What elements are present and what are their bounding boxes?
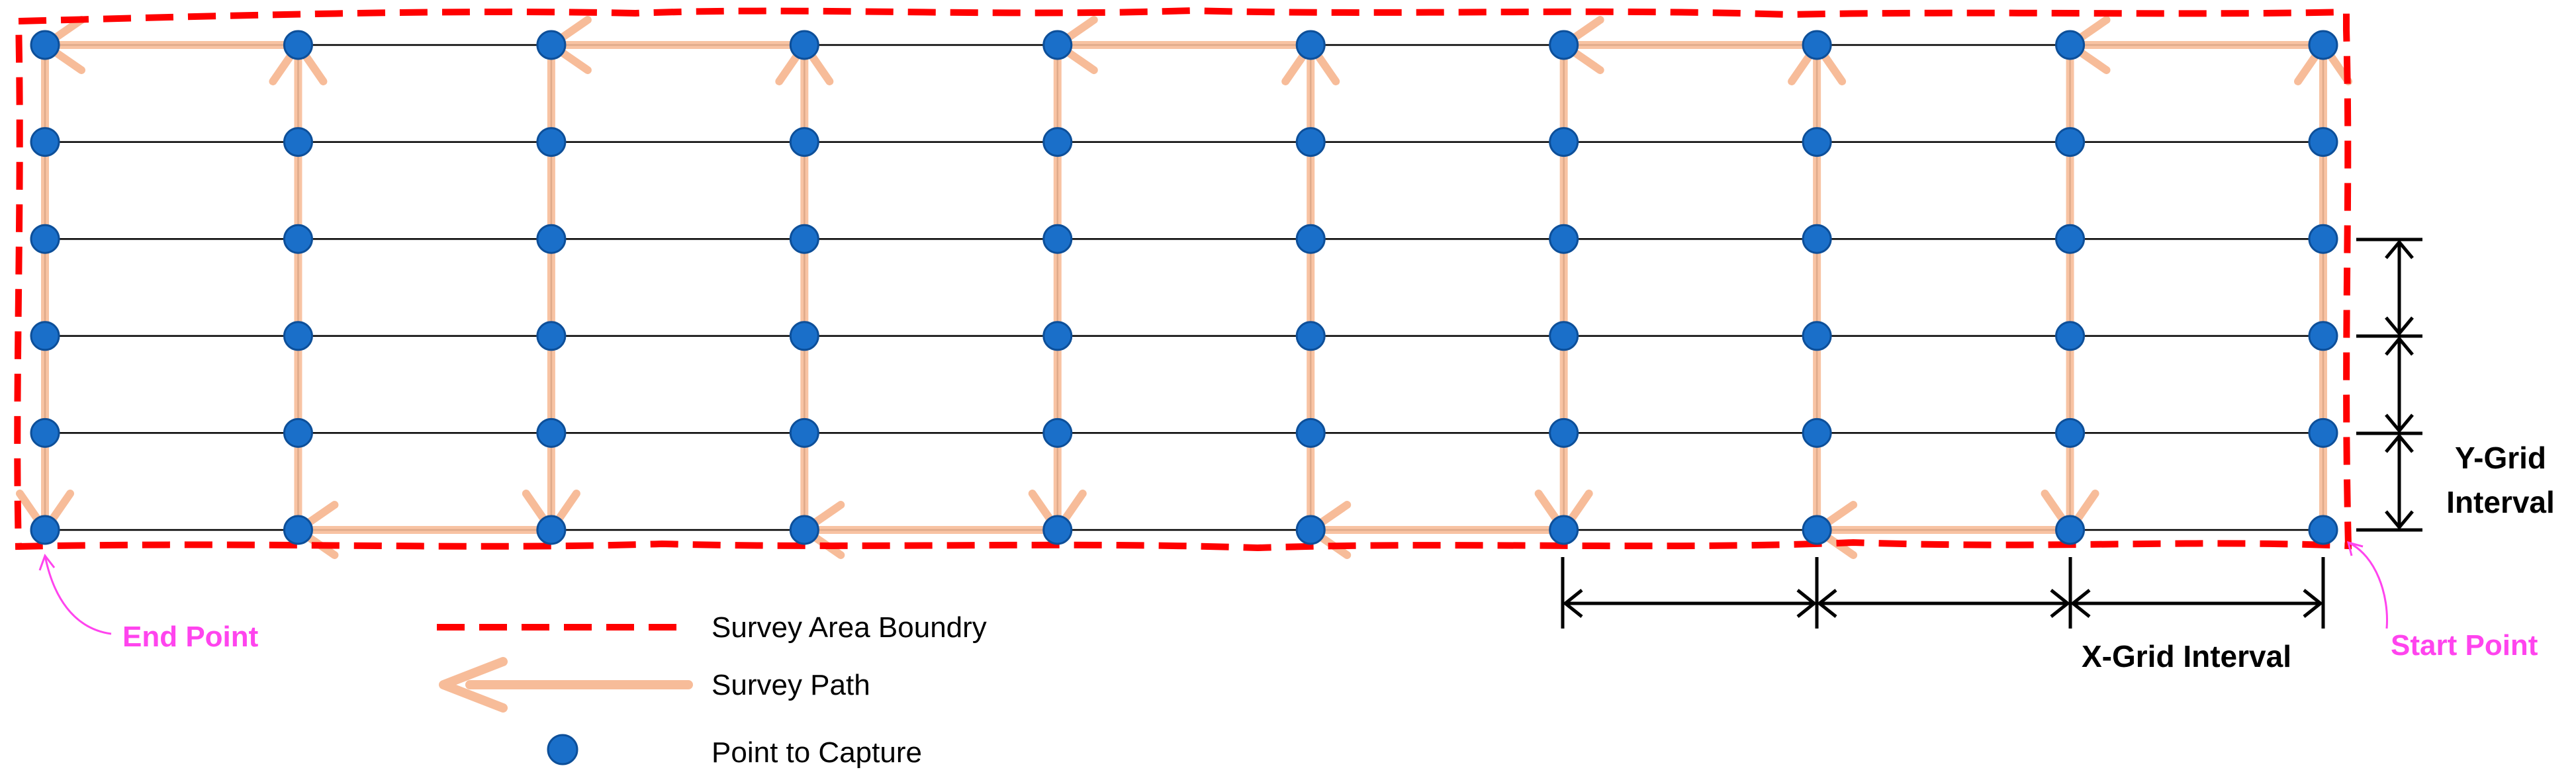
capture-point <box>1042 417 1073 448</box>
x-dim-arrowhead <box>1562 589 1583 618</box>
legend-path-arrowhead <box>439 657 508 713</box>
capture-point <box>2308 321 2338 351</box>
capture-point <box>536 321 567 351</box>
capture-point <box>1549 417 1579 448</box>
capture-point <box>2308 30 2338 60</box>
y-grid-interval-label-line1: Y-Grid <box>2455 441 2546 475</box>
capture-point <box>1549 127 1579 157</box>
capture-point <box>1042 224 1073 254</box>
legend-point-label: Point to Capture <box>712 736 922 769</box>
end-point-callout-arrowhead <box>38 553 56 571</box>
y-dim-arrowhead <box>2385 433 2414 453</box>
capture-point <box>1295 417 1326 448</box>
end-point-callout-line <box>44 555 112 635</box>
capture-point <box>1042 127 1073 157</box>
capture-point <box>30 321 60 351</box>
capture-point <box>283 30 313 60</box>
survey-area-boundary <box>14 7 2352 552</box>
legend-point-swatch <box>547 734 578 765</box>
x-dim-arrowhead <box>1796 589 1817 618</box>
capture-point <box>789 224 819 254</box>
capture-point <box>2308 224 2338 254</box>
capture-point <box>789 417 819 448</box>
capture-point <box>2308 515 2338 545</box>
x-dim-arrowhead <box>1816 589 1837 618</box>
capture-point <box>1549 321 1579 351</box>
end-point-label: End Point <box>122 621 259 653</box>
y-dim-arrowhead <box>2385 336 2414 356</box>
capture-point <box>1802 30 1832 60</box>
capture-point <box>536 224 567 254</box>
capture-point <box>2055 30 2086 60</box>
legend-path-label: Survey Path <box>712 669 870 701</box>
capture-point <box>2055 127 2086 157</box>
capture-point <box>1802 224 1832 254</box>
y-dim-arrowhead <box>2385 414 2414 433</box>
capture-point <box>2055 417 2086 448</box>
x-grid-interval-label: X-Grid Interval <box>2082 639 2291 674</box>
capture-point <box>1042 30 1073 60</box>
capture-points <box>30 30 2338 545</box>
capture-point <box>30 417 60 448</box>
capture-point <box>283 417 313 448</box>
capture-point <box>30 515 60 545</box>
capture-point <box>283 224 313 254</box>
capture-point <box>30 30 60 60</box>
start-point-callout-arrowhead <box>2346 541 2364 556</box>
capture-point <box>1549 30 1579 60</box>
y-dim-arrowhead <box>2385 240 2414 259</box>
y-grid-interval-dimension <box>2356 238 2422 532</box>
capture-point <box>1802 321 1832 351</box>
capture-point <box>283 321 313 351</box>
capture-point <box>1549 224 1579 254</box>
capture-point <box>2308 417 2338 448</box>
capture-point <box>283 127 313 157</box>
capture-point <box>1802 515 1832 545</box>
capture-point <box>2055 515 2086 545</box>
capture-point <box>789 321 819 351</box>
survey-path-line <box>41 41 2327 534</box>
y-dim-arrowhead <box>2385 316 2414 336</box>
capture-point <box>2055 321 2086 351</box>
start-point-callout-line <box>2348 541 2388 629</box>
legend: Survey Area Boundry Survey Path Point to… <box>437 611 987 769</box>
capture-point <box>1802 417 1832 448</box>
capture-point <box>2055 224 2086 254</box>
x-grid-interval-dimension <box>1561 557 2325 629</box>
y-grid-interval-label-line2: Interval <box>2446 485 2555 519</box>
capture-point <box>536 417 567 448</box>
start-point-label: Start Point <box>2391 629 2538 662</box>
capture-point <box>30 224 60 254</box>
capture-point <box>789 515 819 545</box>
capture-point <box>1295 30 1326 60</box>
capture-point <box>283 515 313 545</box>
capture-point <box>30 127 60 157</box>
legend-boundary-label: Survey Area Boundry <box>712 611 987 644</box>
capture-point <box>1295 515 1326 545</box>
capture-point <box>536 515 567 545</box>
x-dim-arrowhead <box>2303 589 2324 618</box>
x-dim-arrowhead <box>2070 589 2091 618</box>
survey-path <box>16 16 2352 559</box>
capture-point <box>1295 321 1326 351</box>
capture-point <box>1549 515 1579 545</box>
capture-point <box>536 127 567 157</box>
y-dim-arrowhead <box>2385 510 2414 530</box>
capture-point <box>1042 321 1073 351</box>
capture-point <box>2308 127 2338 157</box>
capture-point <box>1042 515 1073 545</box>
capture-point <box>1802 127 1832 157</box>
x-dim-arrowhead <box>2050 589 2071 618</box>
capture-point <box>789 127 819 157</box>
capture-point <box>1295 224 1326 254</box>
grid-lines <box>44 44 2324 531</box>
capture-point <box>1295 127 1326 157</box>
capture-point <box>789 30 819 60</box>
capture-point <box>536 30 567 60</box>
